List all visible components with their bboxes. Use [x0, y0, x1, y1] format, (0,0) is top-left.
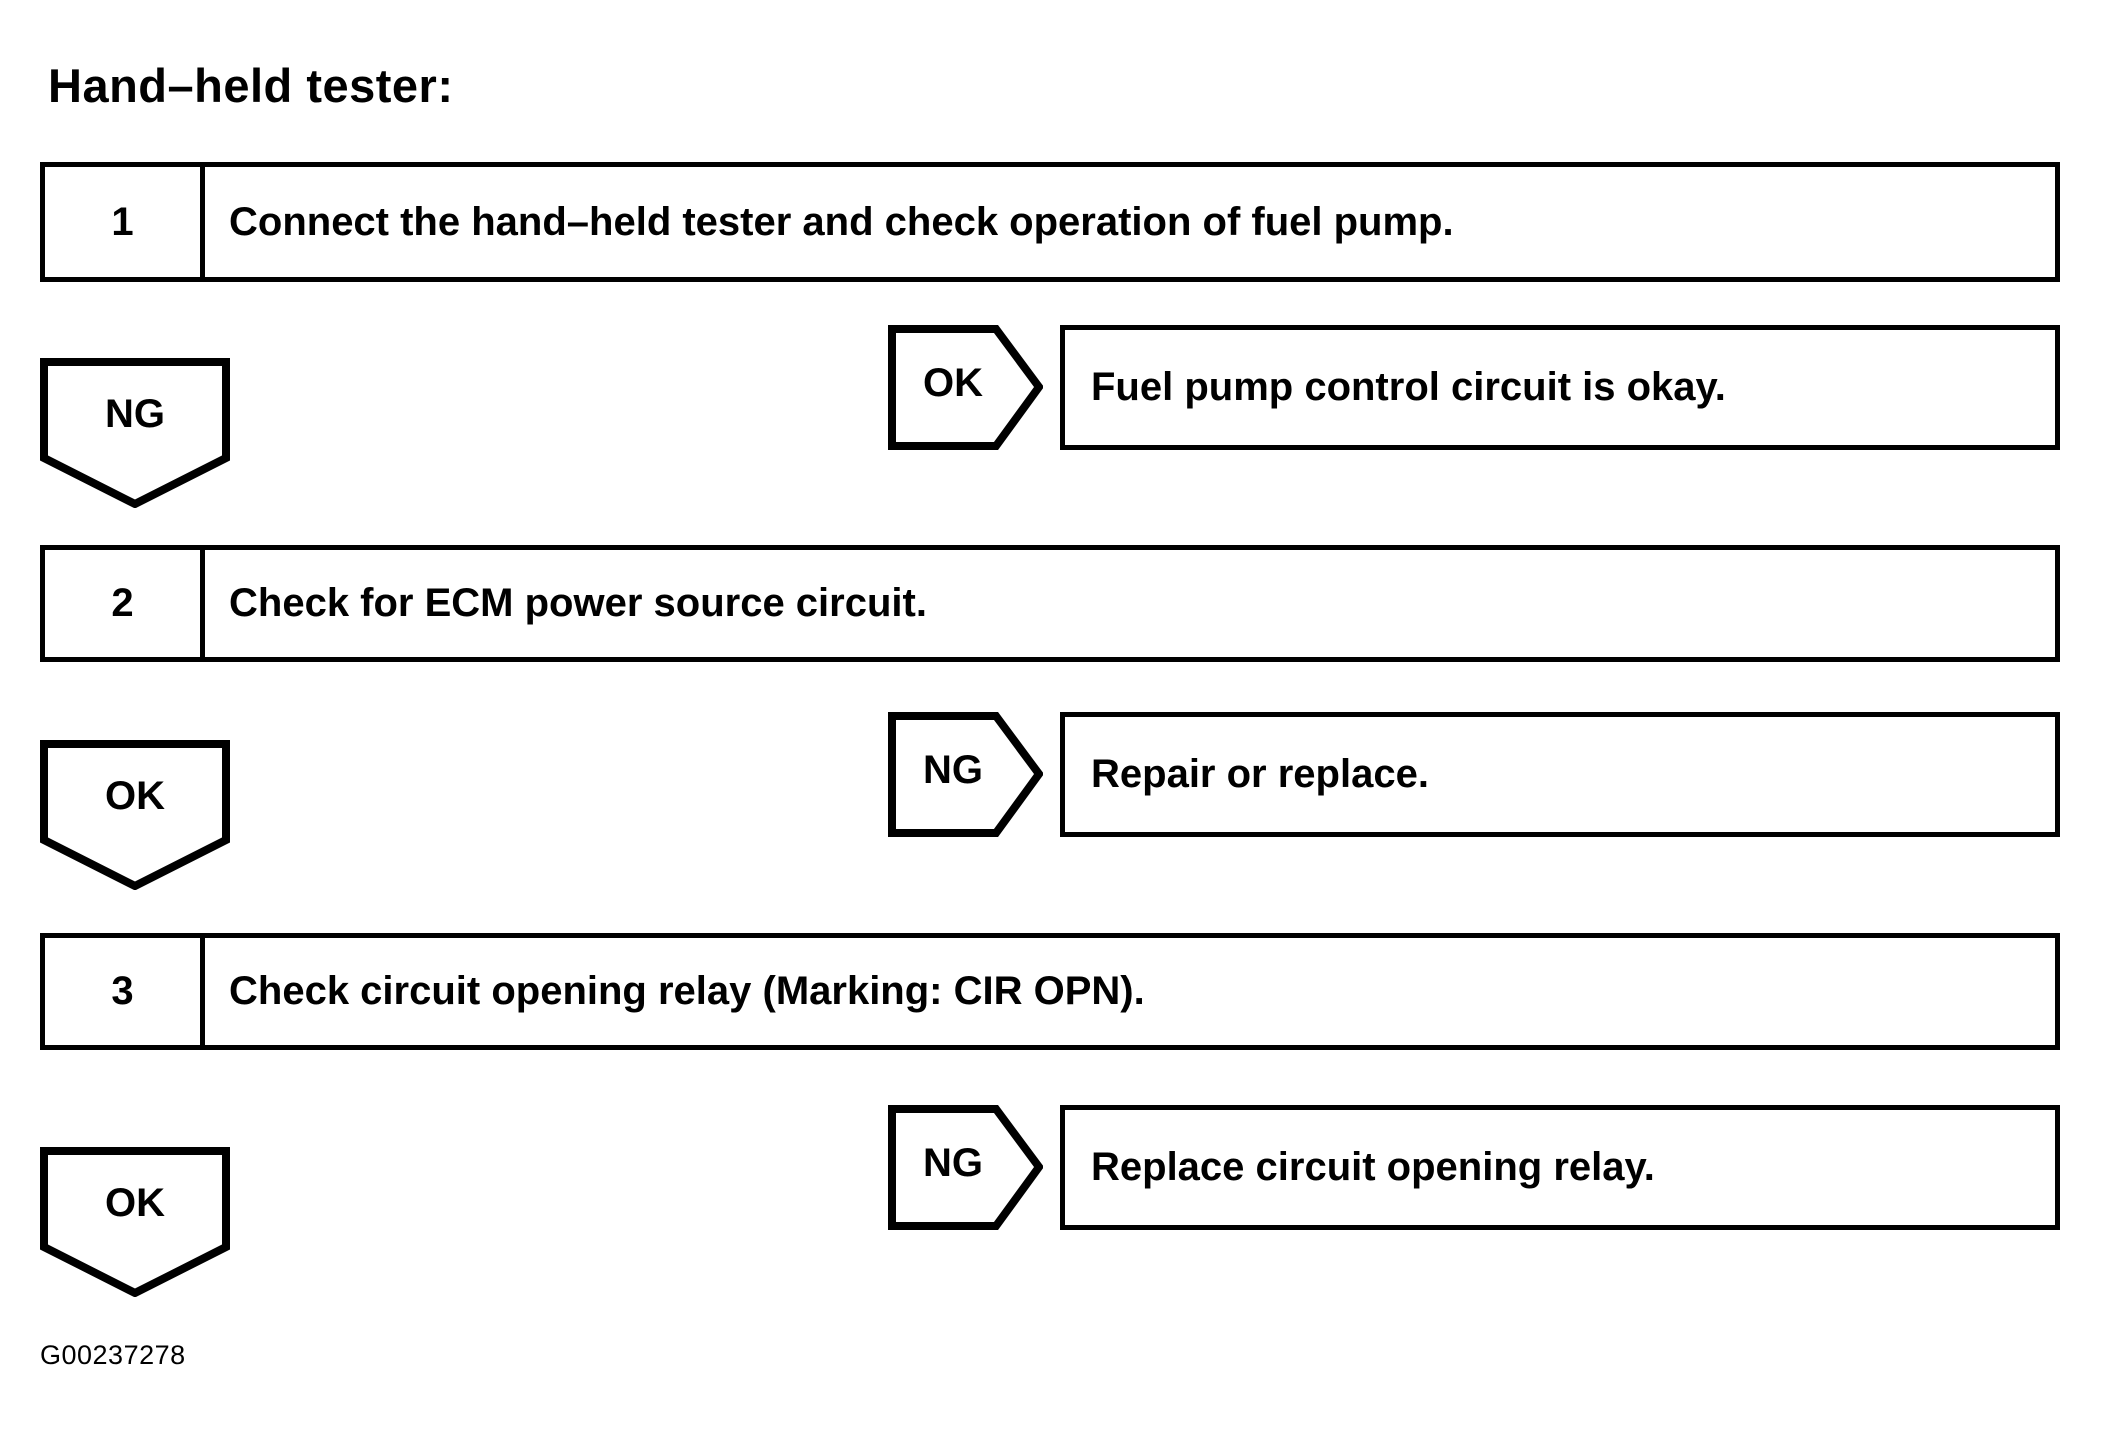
step-number-2: 2: [45, 550, 205, 657]
branch-result-box-1[interactable]: Fuel pump control circuit is okay.: [1060, 325, 2060, 450]
step-number-3: 3: [45, 938, 205, 1045]
pentagon-down-icon: [40, 1147, 230, 1297]
step-row-2[interactable]: 2 Check for ECM power source circuit.: [40, 545, 2060, 662]
branch-tag-ng-1: NG: [40, 358, 230, 508]
pentagon-down-icon: [40, 740, 230, 890]
pentagon-down-icon: [40, 358, 230, 508]
branch-ng-3: NG Replace circuit opening relay.: [888, 1105, 2060, 1230]
branch-ok-1: OK Fuel pump control circuit is okay.: [888, 325, 2060, 450]
branch-ng-2: NG Repair or replace.: [888, 712, 2060, 837]
branch-result-box-2[interactable]: Repair or replace.: [1060, 712, 2060, 837]
branch-tag-ok-2: OK: [40, 740, 230, 890]
branch-tag-ok-3: OK: [40, 1147, 230, 1297]
pentagon-right-icon: [888, 325, 1043, 450]
step-row-1[interactable]: 1 Connect the hand–held tester and check…: [40, 162, 2060, 282]
step-text-2: Check for ECM power source circuit.: [229, 581, 927, 625]
step-number-1: 1: [45, 167, 205, 277]
step-text-1: Connect the hand–held tester and check o…: [229, 199, 1454, 244]
step-text-3: Check circuit opening relay (Marking: CI…: [229, 969, 1145, 1013]
pentagon-right-icon: [888, 712, 1043, 837]
branch-result-box-3[interactable]: Replace circuit opening relay.: [1060, 1105, 2060, 1230]
figure-code: G00237278: [40, 1340, 186, 1370]
page-title: Hand–held tester:: [48, 59, 454, 112]
pentagon-right-icon: [888, 1105, 1043, 1230]
step-row-3[interactable]: 3 Check circuit opening relay (Marking: …: [40, 933, 2060, 1050]
